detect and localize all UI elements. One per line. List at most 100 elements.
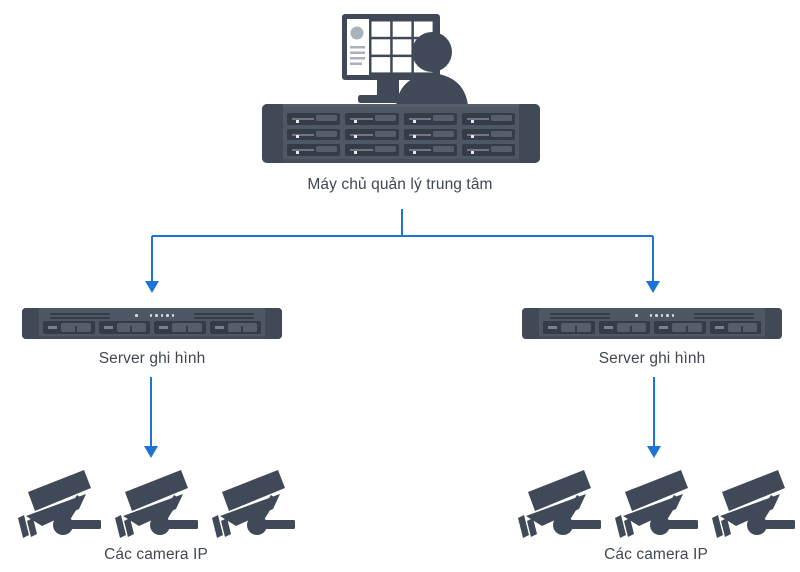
monitor-with-operator-icon	[342, 14, 468, 106]
bay-line	[292, 118, 315, 120]
bay-line	[466, 149, 489, 152]
bay-led	[296, 135, 299, 139]
camera-mount-joint	[747, 515, 767, 535]
camera-mount-joint	[650, 515, 670, 535]
bay-handle	[491, 146, 512, 153]
central-server-label: Máy chủ quản lý trung tâm	[307, 176, 493, 193]
bay-handle	[316, 130, 338, 137]
connector-trunk	[151, 209, 654, 281]
camera-lens-stripe	[712, 515, 723, 538]
rack-end-cap	[522, 308, 539, 339]
rack-bays	[287, 113, 515, 156]
camera-body	[123, 494, 183, 526]
drive-bay	[709, 321, 761, 334]
bay-tick	[185, 326, 188, 333]
bay-led	[354, 135, 358, 139]
status-led	[166, 314, 169, 317]
camera-mount-joint	[150, 515, 170, 535]
vent-lines	[550, 313, 610, 321]
camera-lens-stripe	[18, 515, 29, 538]
arrow-down-icon	[144, 446, 158, 458]
camera-mount-bar	[664, 520, 698, 529]
bay-line	[350, 118, 373, 120]
drive-bay	[98, 321, 150, 334]
camera-mount-bar	[164, 520, 198, 529]
avatar	[350, 26, 364, 40]
bay-led	[354, 119, 358, 123]
bay-handle	[227, 323, 257, 333]
bay-line	[292, 149, 315, 152]
video-tile	[371, 39, 391, 55]
bay-handle	[561, 323, 591, 333]
bay-handle	[374, 115, 396, 121]
video-tile	[371, 21, 391, 37]
bay-led	[296, 119, 299, 123]
bay-tick	[241, 326, 244, 333]
camera-top-cover	[528, 470, 591, 511]
bay-tick	[741, 326, 744, 333]
bay-handle	[116, 323, 146, 333]
camera-lens-stripe	[124, 518, 134, 537]
status-led	[660, 314, 663, 317]
cctv-camera-icon	[115, 470, 198, 538]
rack-end-cap	[22, 308, 39, 339]
drive-bay	[598, 321, 650, 334]
bay-led	[470, 119, 474, 123]
bay-handle	[616, 323, 646, 333]
drive-bay	[461, 128, 515, 141]
drive-bay	[154, 321, 206, 334]
drive-bay	[287, 113, 341, 125]
camera-mount-joint	[553, 515, 573, 535]
camera-top-cover	[722, 470, 785, 511]
bay-handle	[374, 130, 396, 137]
bay-dash	[659, 326, 668, 329]
drive-bay	[287, 144, 341, 156]
arrow-down-icon	[145, 281, 159, 293]
monitor-stand-neck	[377, 80, 399, 97]
cctv-camera-icon	[615, 470, 698, 538]
status-led	[160, 314, 163, 317]
camera-mount-joint	[247, 515, 267, 535]
status-led	[149, 314, 152, 317]
status-led	[635, 314, 638, 317]
arrow-down-icon	[646, 281, 660, 293]
cctv-camera-icon	[712, 470, 795, 538]
camera-lens-stripe	[212, 515, 223, 538]
vent-lines	[194, 313, 254, 321]
drive-bay	[209, 321, 261, 334]
cctv-camera-icon	[18, 470, 101, 538]
sidebar-text-lines	[350, 46, 365, 65]
recording-server-icon	[22, 308, 282, 339]
drive-bay	[654, 321, 706, 334]
drive-bay	[43, 321, 95, 334]
camera-body	[623, 494, 683, 526]
bay-dash	[214, 326, 224, 329]
status-led	[649, 314, 652, 317]
camera-lens-stripe	[518, 515, 529, 538]
drive-bay	[287, 128, 341, 141]
bay-handle	[374, 146, 396, 153]
drive-bay	[461, 113, 515, 125]
bay-led	[470, 151, 474, 154]
status-leds	[635, 314, 674, 317]
bay-line	[466, 118, 489, 120]
drive-bay	[345, 128, 399, 141]
bay-handle	[172, 323, 202, 333]
camera-lens-stripe	[527, 518, 537, 537]
arrow-down-icon	[647, 446, 661, 458]
rack-end-cap	[765, 308, 782, 339]
bay-line	[408, 118, 431, 120]
bay-tick	[574, 326, 577, 333]
bay-handle	[672, 323, 702, 333]
status-led	[671, 314, 674, 317]
rack-end-cap	[519, 104, 540, 163]
bay-tick	[130, 326, 133, 333]
camera-mount-bar	[261, 520, 295, 529]
camera-top-cover	[222, 470, 285, 511]
video-tile	[371, 57, 391, 73]
camera-body	[220, 494, 280, 526]
camera-body	[526, 494, 586, 526]
bay-led	[412, 135, 416, 139]
camera-group-label: Các camera IP	[604, 546, 708, 563]
bay-handle	[432, 146, 454, 153]
